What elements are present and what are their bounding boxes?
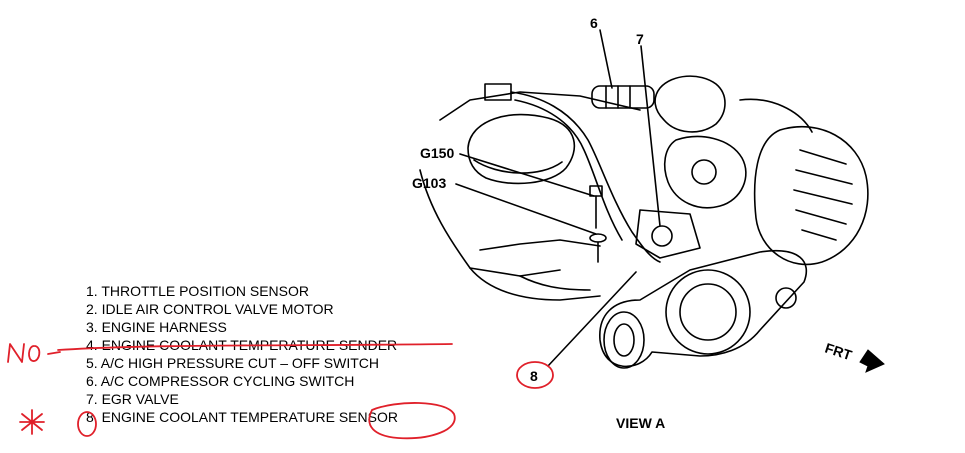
upper-hose [739,98,813,133]
red-markup [7,343,554,440]
asterisk-mark [19,409,45,435]
frt-arrow-icon [859,349,885,373]
ground-bolt-g103 [589,233,607,263]
cycling-switch-ribs [605,85,631,109]
legend-item: 3. ENGINE HARNESS [86,319,227,335]
legend-item: 5. A/C HIGH PRESSURE CUT – OFF SWITCH [86,355,379,371]
legend-item: 8. ENGINE COOLANT TEMPERATURE SENSOR [86,409,398,425]
air-cleaner [467,113,576,185]
leader-7 [640,45,661,227]
callout-7: 7 [636,31,644,47]
engine-block [469,267,601,301]
leader-g103 [455,183,597,235]
compressor-body [753,125,869,266]
throttle-body [654,75,726,133]
leader-8 [547,271,637,367]
idler-pulley-hub [613,323,635,357]
engine-harness-2 [514,99,623,241]
sensor-body [651,225,673,247]
item-8-circle [77,411,97,437]
crank-pulley-inner [679,283,737,341]
callout-g103: G103 [412,175,446,191]
tensioner [775,287,797,309]
leader-lines [455,29,661,367]
sensor-word-circle [368,402,456,440]
legend-item: 6. A/C COMPRESSOR CYCLING SWITCH [86,373,354,389]
callout-6: 6 [590,15,598,31]
legend-item: 1. THROTTLE POSITION SENSOR [86,283,309,299]
compressor-fins [793,149,853,241]
egr-valve [663,135,747,209]
handwritten-no-mark [7,343,61,363]
intake-top [439,91,641,121]
legend-item: 2. IDLE AIR CONTROL VALVE MOTOR [86,301,334,317]
leader-g150 [459,153,595,197]
callout-8: 8 [530,368,538,384]
engine-drawing [419,75,869,369]
cycling-switch [591,85,655,109]
front-direction-marker: FRT [823,340,885,373]
frt-label: FRT [823,340,854,364]
exhaust [479,239,601,251]
crank-pulley [665,269,751,355]
idler-pulley [603,311,645,369]
legend-item: 7. EGR VALVE [86,391,179,407]
view-caption: VIEW A [616,415,665,431]
bracket [635,209,701,259]
strikethrough-line [57,343,453,351]
legend: 1. THROTTLE POSITION SENSOR 2. IDLE AIR … [86,283,398,425]
callout-g150: G150 [420,145,454,161]
egr-port [691,159,717,185]
ground-bolt-g150 [589,185,603,229]
leader-6 [599,29,613,89]
drive-belt [599,250,808,368]
callout-8-circle [516,361,554,389]
